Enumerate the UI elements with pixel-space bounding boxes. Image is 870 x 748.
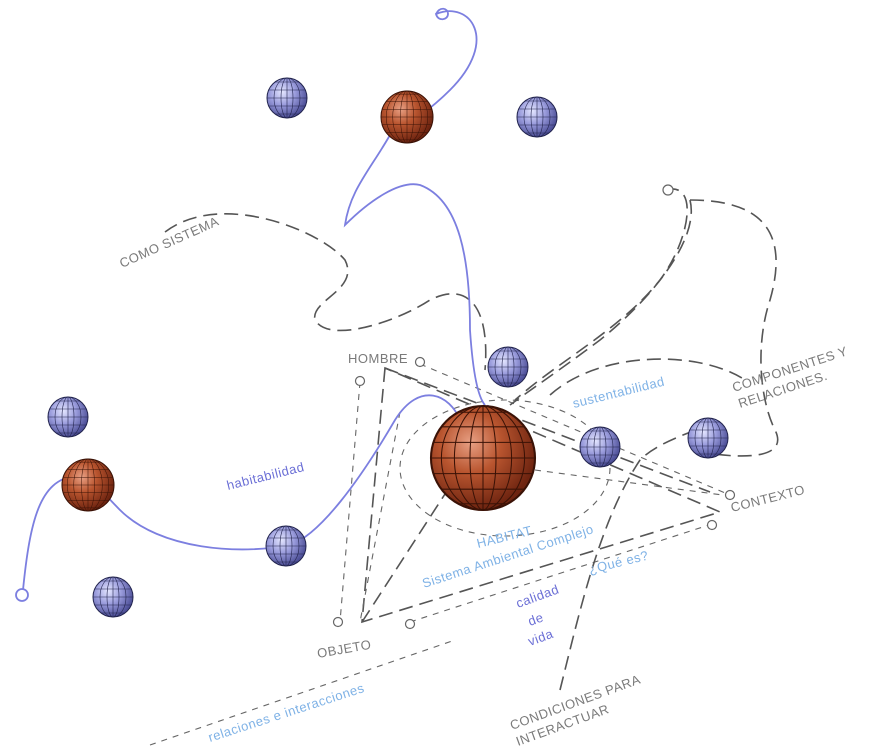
- sphere-red-top: [380, 90, 434, 144]
- circle-nodes: [332, 184, 736, 630]
- dashed-network: [149, 188, 779, 746]
- label-objeto: OBJETO: [316, 637, 373, 661]
- label-hombre: HOMBRE: [348, 351, 408, 366]
- label-calidad: calidad: [514, 581, 561, 610]
- sphere-blue-bottom-left: [92, 576, 134, 618]
- label-como-sistema: COMO SISTEMA: [117, 213, 221, 270]
- label-relaciones: relaciones e interacciones: [206, 680, 366, 745]
- sphere-red-center: [429, 404, 537, 512]
- spheres: [47, 77, 729, 618]
- sphere-blue-bottom-center: [265, 525, 307, 567]
- sphere-blue-left-top: [47, 396, 89, 438]
- sphere-red-left: [61, 458, 115, 512]
- label-habitabilidad: habitabilidad: [225, 459, 306, 493]
- sphere-blue-right: [687, 417, 729, 459]
- sphere-blue-top-right: [516, 96, 558, 138]
- label-que-es: ¿Qué es?: [587, 548, 650, 577]
- label-sustentabilidad: sustentabilidad: [571, 374, 666, 411]
- sphere-blue-center-right: [579, 426, 621, 468]
- label-contexto: CONTEXTO: [729, 482, 806, 515]
- label-de: de: [526, 609, 546, 628]
- label-vida: vida: [526, 626, 556, 649]
- sphere-blue-top-left: [266, 77, 308, 119]
- sphere-blue-center-top: [487, 346, 529, 388]
